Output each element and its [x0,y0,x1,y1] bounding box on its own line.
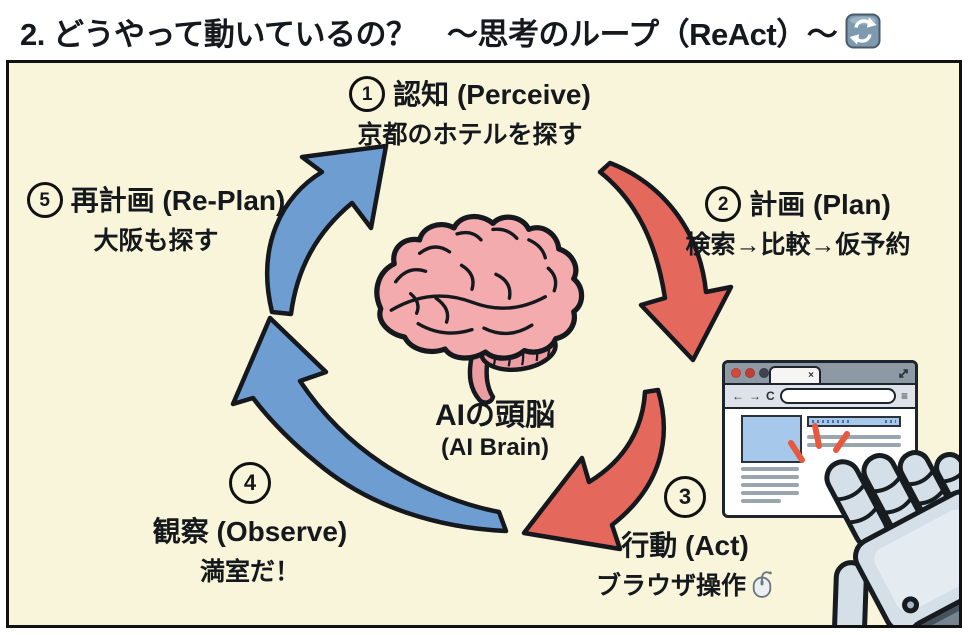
step-plan-detail: 検索→比較→仮予約 [685,231,911,259]
page-title: 2. どうやって動いているの？ ～思考のループ（ReAct）～ [20,6,881,56]
computer-mouse-icon [752,571,772,598]
step-plan: 2 計画 (Plan) 検索→比較→仮予約 [668,186,928,261]
browser-tab: × [769,366,821,383]
step-act-detail: ブラウザ操作 [555,566,815,602]
arrow-act-to-observe [521,387,666,552]
center-label-en: (AI Brain) [441,433,549,461]
tab-close-icon: × [808,370,814,381]
browser-navbar: ← → C ≡ [725,385,915,409]
window-dot-red2 [745,368,755,378]
browser-content [725,409,915,517]
text-line [741,491,799,495]
step-observe-detail: 満室だ！ [199,558,300,586]
center-label-ja: AIの頭脳 [435,399,555,432]
text-line [807,443,901,447]
step-replan: 5 再計画 (Re-Plan) 大阪も探す [8,182,304,257]
expand-icon [898,368,909,379]
page-image-placeholder [741,415,802,463]
step-replan-detail: 大阪も探す [93,227,219,255]
brain-illustration [374,214,585,405]
step-observe-label: 観察 (Observe) [152,516,348,547]
arrow-observe-to-replan [230,315,509,534]
click-spark-icon [788,423,850,463]
dotted-text-right [885,420,896,423]
menu-icon: ≡ [900,389,908,403]
text-line [807,435,901,439]
browser-titlebar: × [725,363,915,385]
step-perceive-detail: 京都のホテルを探す [357,121,583,149]
arrow-replan-to-perceive [264,143,389,317]
step-number-2: 2 [705,186,742,222]
page-title-text: 2. どうやって動いているの？ ～思考のループ（ReAct）～ [20,16,838,52]
step-number-3: 3 [664,476,706,518]
step-act: 3 行動 (Act) ブラウザ操作 [555,476,815,602]
loop-icon [845,13,881,49]
text-line [741,499,781,503]
text-line [741,483,799,487]
dotted-text [812,420,850,423]
arrow-plan-to-act [597,160,734,363]
step-observe: 4 観察 (Observe) 満室だ！ [110,462,390,588]
step-act-label: 行動 (Act) [621,530,749,561]
window-dot-red [731,368,741,378]
forward-icon: → [749,389,761,403]
reload-icon: C [766,389,775,403]
step-number-5: 5 [26,182,63,218]
step-plan-label: 2 計画 (Plan) [668,186,928,222]
window-dot-dark [759,368,769,378]
text-line [741,475,799,479]
text-line [741,467,799,471]
back-icon: ← [732,389,744,403]
step-replan-label: 5 再計画 (Re-Plan) [8,182,304,218]
step-perceive-label: 1 認知 (Perceive) [270,76,670,112]
step-number-1: 1 [349,76,386,112]
robot-hand-illustration [788,423,959,625]
step-perceive: 1 認知 (Perceive) 京都のホテルを探す [270,76,670,151]
center-label: AIの頭脳 (AI Brain) [340,399,650,462]
robot-hand-area [9,63,959,625]
page-result-bar [807,416,901,427]
url-bar [779,388,896,404]
step-number-4: 4 [229,462,271,504]
